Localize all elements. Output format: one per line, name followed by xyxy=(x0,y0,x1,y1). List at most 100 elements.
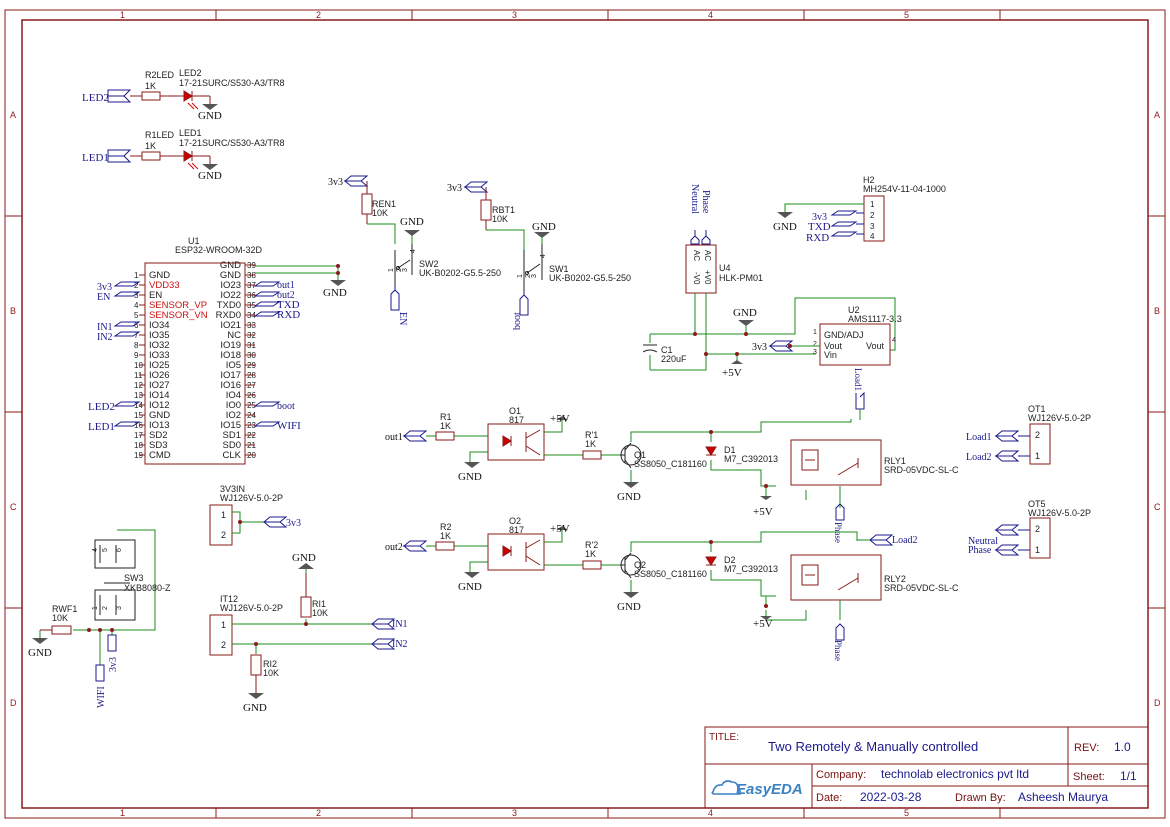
schematic-label: D1 xyxy=(724,445,736,455)
esp32-right-pin: GND xyxy=(220,260,241,271)
schematic-label: O1 xyxy=(509,406,521,416)
r2led-ref: R2LED xyxy=(145,70,175,80)
schematic-label: XKB8080-Z xyxy=(124,583,171,593)
esp32-module: U1 ESP32-WROOM-32D GND1VDD332EN3SENSOR_V… xyxy=(88,236,347,465)
schematic-label: Q1 xyxy=(634,450,646,460)
esp-net-out1: out1 xyxy=(277,280,295,291)
phase-label: Phase xyxy=(700,190,711,214)
ps-5v: +5V xyxy=(722,367,742,379)
schematic-label: R1 xyxy=(440,412,452,422)
esp32-left-pin: SENSOR_VP xyxy=(149,300,207,311)
schematic-label: 2 xyxy=(1035,524,1040,534)
reset-res-ref: REN1 xyxy=(372,199,396,209)
row-label: B xyxy=(10,306,16,316)
ch2-5v2: +5V xyxy=(753,618,773,630)
sheet-frame xyxy=(4,9,1166,819)
drawn-value: Asheesh Maurya xyxy=(1018,790,1108,804)
schematic-label: 1K xyxy=(585,439,596,449)
title-label: TITLE: xyxy=(709,732,739,743)
reset-gnd: GND xyxy=(400,216,424,228)
row-label: C xyxy=(1154,502,1161,512)
schematic-label: 2 xyxy=(396,268,403,272)
it12-gnd: GND xyxy=(292,552,316,564)
ldo-regulator: U2 AMS1117-3.3 GND/ADJ Vout Vin Vout 12 … xyxy=(752,305,902,366)
schematic-label: 1K xyxy=(440,421,451,431)
h2-net-txd: TXD xyxy=(808,221,831,233)
esp32-left-pin-num: 2 xyxy=(134,281,139,290)
esp-net-txd: TXD xyxy=(277,299,300,311)
schematic-label: 817 xyxy=(509,415,524,425)
schematic-label: WJ126V-5.0-2P xyxy=(1028,508,1091,518)
esp32-left-pin-num: 18 xyxy=(134,441,143,450)
col-label: 2 xyxy=(316,808,321,818)
schematic-label: 1 xyxy=(92,606,99,610)
schematic-label: OT5 xyxy=(1028,499,1046,509)
schematic-label: 3 xyxy=(402,268,409,272)
boot-net: boot xyxy=(512,312,523,330)
ch1-in: out1 xyxy=(385,432,403,443)
ot5-phase: Phase xyxy=(968,545,992,556)
esp32-right-pin: IO15 xyxy=(220,420,241,431)
schematic-label: D2 xyxy=(724,555,736,565)
esp32-left-pin-num: 6 xyxy=(134,321,139,330)
esp32-right-pin: IO2 xyxy=(226,410,241,421)
esp32-left-pin-num: 12 xyxy=(134,381,143,390)
esp32-left-pin: IO25 xyxy=(149,360,170,371)
esp32-left-pin: SD3 xyxy=(149,440,167,451)
schematic-label: Q2 xyxy=(634,560,646,570)
esp32-left-pin: IO34 xyxy=(149,320,170,331)
schematic-label: 4 xyxy=(92,548,99,552)
led2-net-label: LED2 xyxy=(82,92,109,104)
row-label: D xyxy=(1154,698,1161,708)
ch2-5v: +5V xyxy=(550,523,570,535)
led1-net-port xyxy=(107,149,132,163)
schematic-label: 1 xyxy=(870,200,875,209)
led1-ref: LED1 xyxy=(179,128,202,138)
schematic-label: Vout xyxy=(824,341,843,351)
schematic-label: SRD-05VDC-SL-C xyxy=(884,465,959,475)
ch2-gnd: GND xyxy=(458,581,482,593)
esp-net-in1: IN1 xyxy=(97,322,113,333)
ch2-phase: Phase xyxy=(833,640,843,661)
sheet-label: Sheet: xyxy=(1073,771,1105,783)
rev-label: REV: xyxy=(1074,742,1099,754)
r1led-val: 1K xyxy=(145,141,156,151)
led2-net-port xyxy=(107,89,132,103)
esp-net-boot: boot xyxy=(277,401,295,412)
boot-3v3: 3v3 xyxy=(447,183,462,194)
wifi-3v3: 3v3 xyxy=(108,657,119,672)
esp32-left-pin-num: 7 xyxy=(134,331,139,340)
esp-gnd: GND xyxy=(323,287,347,299)
esp32-left-pin-num: 14 xyxy=(134,401,143,410)
schematic-label: RLY2 xyxy=(884,574,906,584)
boot-res-val: 10K xyxy=(492,214,508,224)
esp32-left-pin: IO26 xyxy=(149,370,170,381)
schematic-label: WJ126V-5.0-2P xyxy=(220,603,283,613)
schematic-label: 10K xyxy=(52,613,68,623)
esp32-left-pin: VDD33 xyxy=(149,280,180,291)
esp32-right-pin: IO19 xyxy=(220,340,241,351)
esp32-left-pin-num: 19 xyxy=(134,451,143,460)
esp32-left-pin-num: 13 xyxy=(134,391,143,400)
ch2-load: Load2 xyxy=(892,535,918,546)
esp32-right-pin: NC xyxy=(227,330,241,341)
esp32-left-pin: IO13 xyxy=(149,420,170,431)
esp-net-3v3: 3v3 xyxy=(97,282,112,293)
esp32-left-pin: IO33 xyxy=(149,350,170,361)
schematic-label: O2 xyxy=(509,516,521,526)
schematic-label: 4 xyxy=(410,249,417,253)
boot-res-ref: RBT1 xyxy=(492,205,515,215)
esp32-part: ESP32-WROOM-32D xyxy=(175,245,263,255)
schematic-label: 1 xyxy=(1035,451,1040,461)
boot-sw-part: UK-B0202-G5.5-250 xyxy=(549,273,631,283)
c1-ref: C1 xyxy=(661,345,673,355)
it12-in1: IN1 xyxy=(392,619,408,630)
reset-res-val: 10K xyxy=(372,208,388,218)
wifi-net: WIFI xyxy=(96,686,107,708)
esp32-left-pin-num: 3 xyxy=(134,291,139,300)
header-h2: H2 MH254V-11-04-1000 12 34 GND 3v3 TXD R… xyxy=(773,175,946,244)
schematic-label: -V0 xyxy=(692,272,701,285)
col-label: 4 xyxy=(708,808,713,818)
